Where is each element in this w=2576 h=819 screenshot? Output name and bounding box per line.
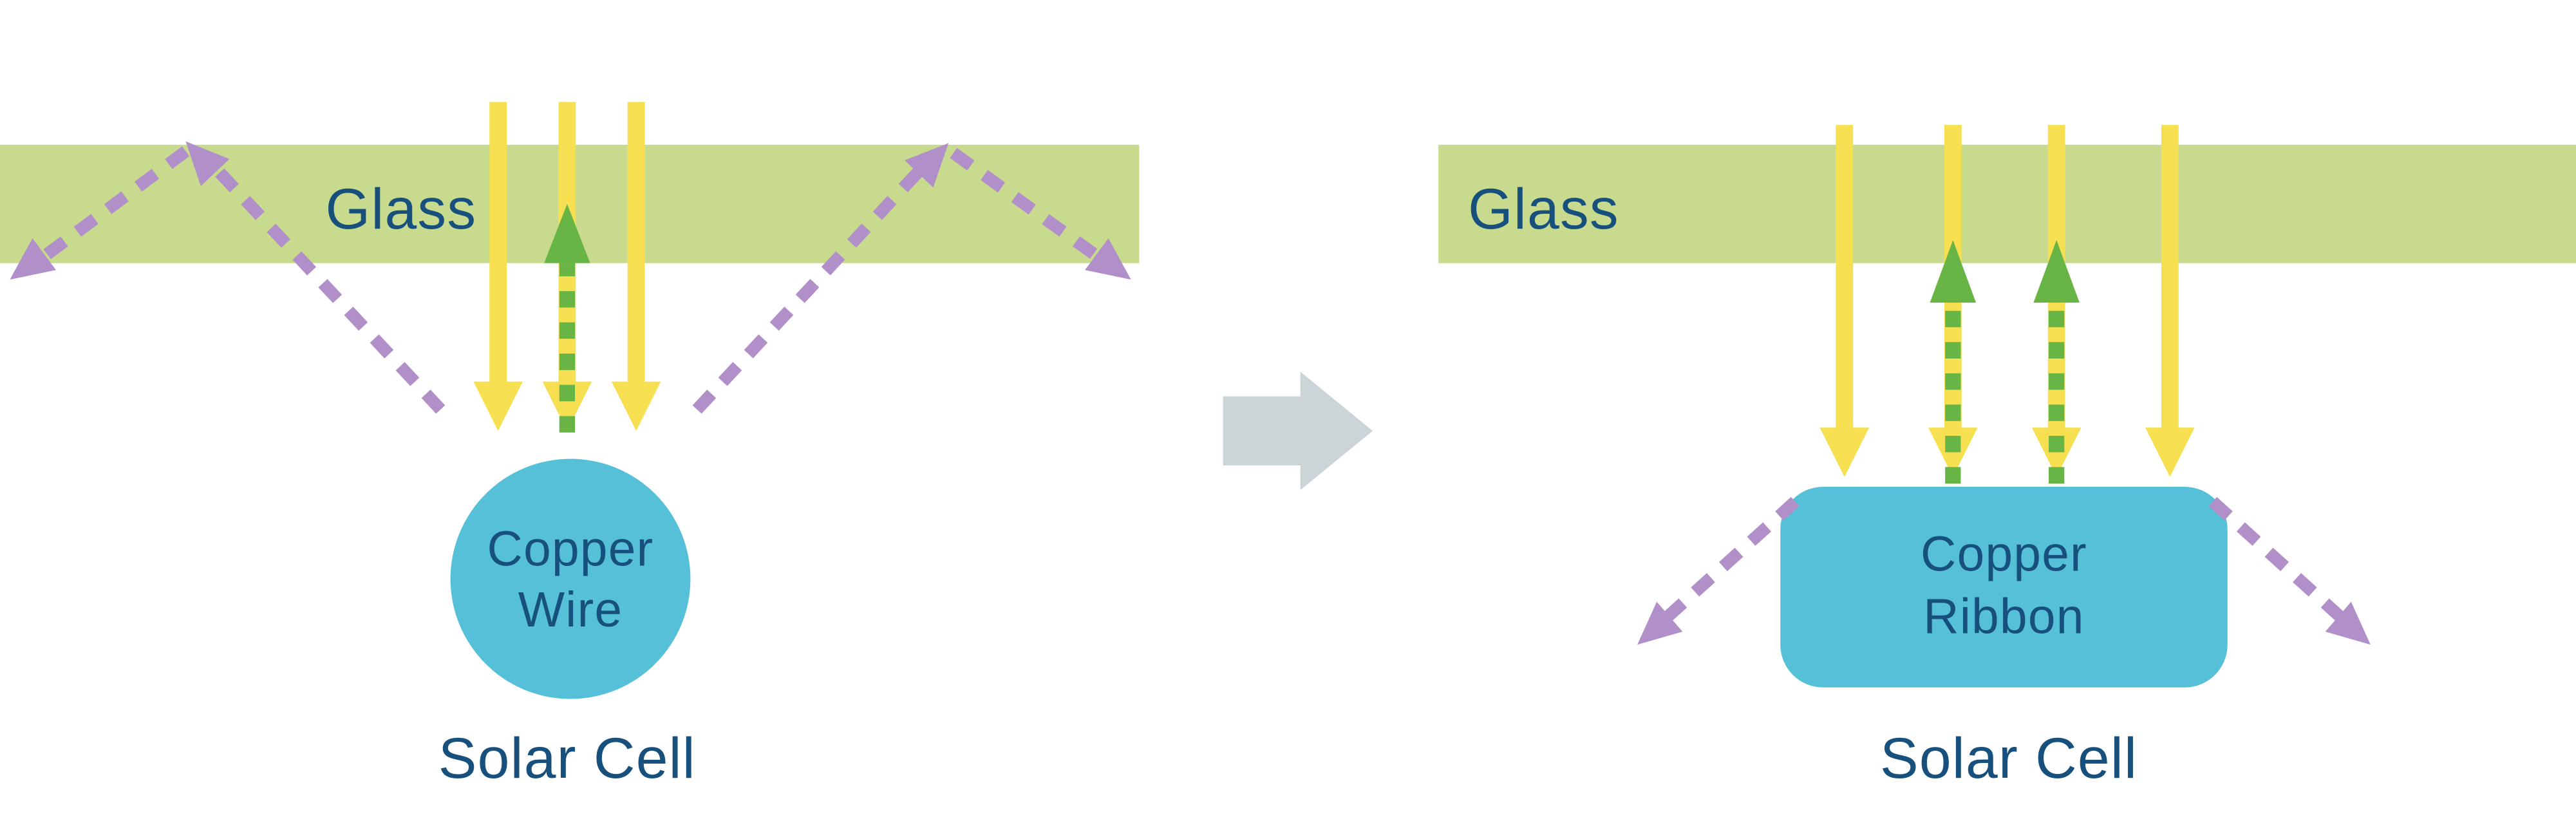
glass-label: Glass [1468,176,1619,241]
sunlight-arrowhead [1819,428,1870,477]
copper-ribbon-label-line1: Copper [1921,527,2087,581]
reflection-path-segment [1656,496,1800,628]
glass-label: Glass [326,176,477,241]
scattered-light-paths [1637,496,2371,645]
sunlight-arrowhead [542,381,592,431]
reflection-path-segment [2208,496,2352,628]
copper-ribbon-label-line2: Ribbon [1923,589,2084,644]
reflection-arrowhead [905,143,949,188]
transition-arrow-icon [1223,372,1373,491]
copper-wire-label-line2: Wire [518,583,623,637]
sunlight-arrowhead [473,381,523,431]
solar-cell-label: Solar Cell [438,726,696,790]
solar-cell-label: Solar Cell [1880,726,2138,790]
reflection-arrowhead [2325,601,2371,645]
reflection-path-segment [950,147,1115,272]
right-panel-copper-ribbon: Copper Ribbon Glass Solar Cell [1438,125,2576,790]
reflection-arrowhead [1085,238,1131,280]
reflection-path-segment [209,162,446,414]
left-panel-copper-wire: Copper Wire Glass Solar Cell [0,102,1140,790]
redirected-light-arrows [1930,240,2080,484]
redirected-light-arrowhead [544,203,590,263]
copper-ribbon-shape [1780,487,2228,688]
reflection-arrowhead [10,238,56,280]
sunlight-arrowhead [2145,428,2195,477]
reflection-arrowhead [185,141,230,186]
scattered-light-paths [10,141,1131,414]
reflection-path-segment [692,165,925,414]
sunlight-arrowhead [611,381,661,431]
glass-layer [1438,144,2576,263]
copper-wire-shape [450,458,691,699]
redirected-light-arrowhead [2033,240,2080,303]
redirected-light-arrow [544,203,590,433]
redirected-light-arrowhead [1930,240,1977,303]
reflection-path-segment [29,146,190,270]
copper-wire-label-line1: Copper [487,522,654,577]
reflection-arrowhead [1637,601,1683,645]
